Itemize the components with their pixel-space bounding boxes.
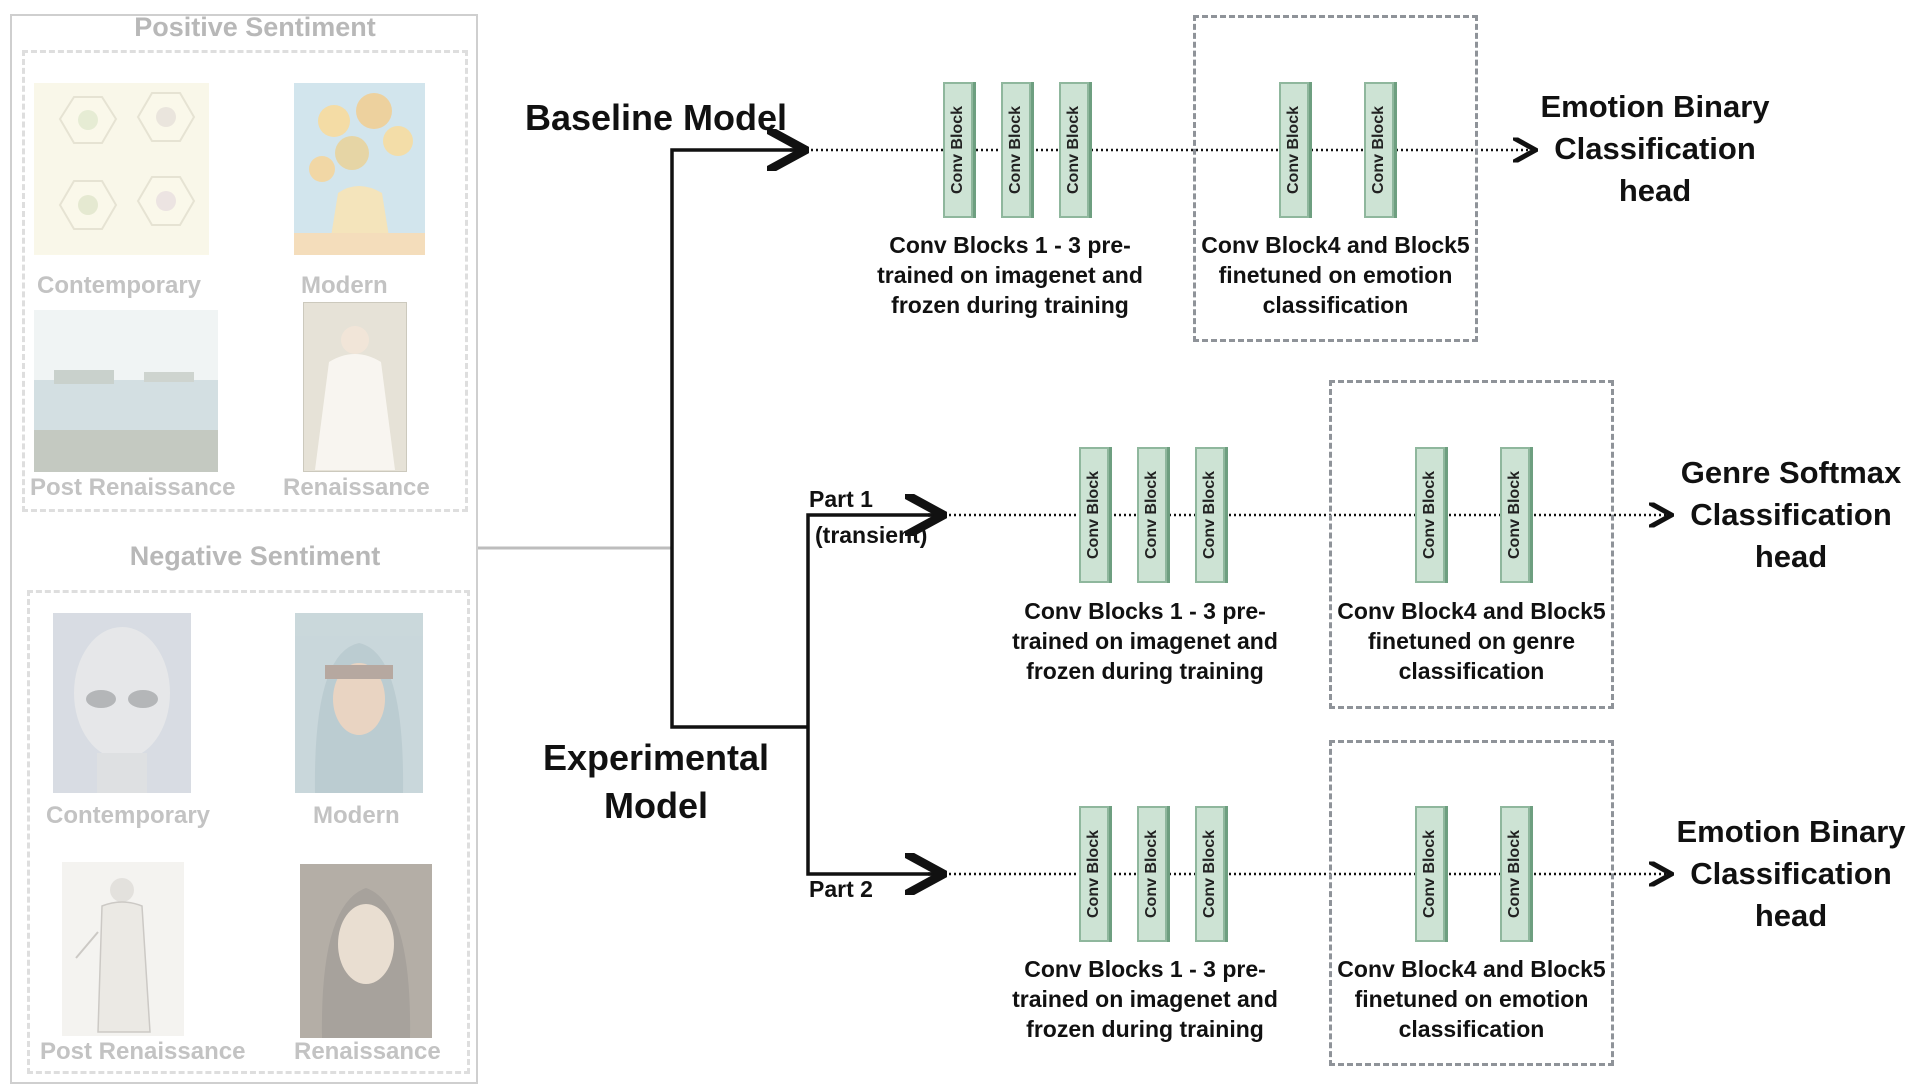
contemporary-label-positive: Contemporary [37, 272, 202, 299]
part2-conv-block-1: Conv Block [1079, 806, 1109, 942]
part2-conv-block-3: Conv Block [1195, 806, 1225, 942]
part2-conv-block-5: Conv Block [1500, 806, 1530, 942]
part1-frozen-caption: Conv Blocks 1 - 3 pre- trained on imagen… [1012, 598, 1278, 684]
renaissance-label-positive: Renaissance [283, 474, 430, 501]
part1-conv-block-1: Conv Block [1079, 447, 1109, 583]
part2-emotion-head: Emotion Binary Classification head [1676, 814, 1906, 933]
positive-sentiment-group [22, 50, 468, 512]
trunk-line [670, 148, 808, 729]
part2-conv-block-2: Conv Block [1137, 806, 1167, 942]
modern-label-negative: Modern [313, 802, 400, 829]
baseline-finetune-box [1193, 15, 1478, 342]
part1-finetune-box [1329, 380, 1614, 709]
post-renaissance-painting-positive [34, 310, 218, 472]
part1-label: Part 1 [809, 486, 873, 512]
positive-sentiment-title: Positive Sentiment [134, 12, 376, 42]
modern-label-positive: Modern [301, 272, 388, 299]
contemporary-painting-negative [53, 613, 191, 793]
part2-frozen-caption: Conv Blocks 1 - 3 pre- trained on imagen… [1012, 956, 1278, 1042]
negative-sentiment-group [27, 590, 470, 1074]
baseline-conv-block-5: Conv Block [1364, 82, 1394, 218]
experimental-model-title: Experimental Model [542, 737, 770, 826]
contemporary-painting-positive [34, 83, 209, 255]
experimental-branch [806, 513, 940, 876]
part2-finetune-caption: Conv Block4 and Block5 finetuned on emot… [1337, 956, 1606, 1042]
baseline-finetune-caption: Conv Block4 and Block5 finetuned on emot… [1201, 232, 1470, 318]
negative-sentiment-title: Negative Sentiment [129, 541, 381, 571]
part1-conv-block-2: Conv Block [1137, 447, 1167, 583]
baseline-emotion-head: Emotion Binary Classification head [1540, 89, 1770, 208]
post-renaissance-label-negative: Post Renaissance [40, 1038, 246, 1065]
part2-conv-block-4: Conv Block [1415, 806, 1445, 942]
baseline-model-title: Baseline Model [524, 97, 788, 138]
part1-transient-label: (transient) [815, 522, 928, 548]
part1-genre-head: Genre Softmax Classification head [1680, 455, 1902, 574]
part2-finetune-box [1329, 740, 1614, 1066]
part1-conv-block-4: Conv Block [1415, 447, 1445, 583]
baseline-conv-block-1: Conv Block [943, 82, 973, 218]
post-renaissance-label-positive: Post Renaissance [30, 474, 236, 501]
baseline-conv-block-4: Conv Block [1279, 82, 1309, 218]
modern-painting-positive [294, 83, 425, 255]
contemporary-label-negative: Contemporary [46, 802, 211, 829]
renaissance-painting-negative [300, 864, 432, 1038]
part1-conv-block-3: Conv Block [1195, 447, 1225, 583]
modern-painting-negative [295, 613, 423, 793]
renaissance-painting-positive [303, 302, 407, 472]
renaissance-label-negative: Renaissance [294, 1038, 441, 1065]
baseline-conv-block-3: Conv Block [1059, 82, 1089, 218]
baseline-conv-block-2: Conv Block [1001, 82, 1031, 218]
post-renaissance-painting-negative [62, 862, 184, 1036]
part1-finetune-caption: Conv Block4 and Block5 finetuned on genr… [1337, 598, 1606, 684]
part1-conv-block-5: Conv Block [1500, 447, 1530, 583]
part2-label: Part 2 [809, 876, 873, 902]
baseline-frozen-caption: Conv Blocks 1 - 3 pre- trained on imagen… [877, 232, 1143, 318]
